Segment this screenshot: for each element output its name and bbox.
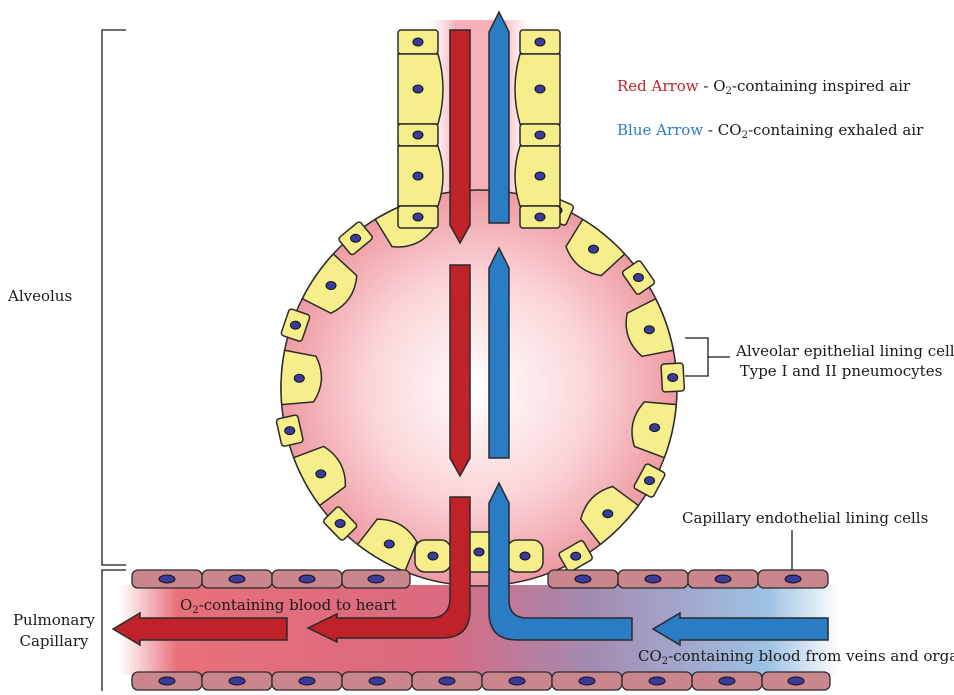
capillary-label: Capillary (8, 632, 100, 651)
epithelial-label-line2: Type I and II pneumocytes (736, 362, 946, 381)
duct-cell (398, 54, 443, 124)
endothelial-cell (618, 570, 688, 588)
endothelial-cell (272, 570, 342, 588)
endothelial-cell (342, 672, 412, 690)
blue-arrow-from-veins (653, 613, 828, 645)
legend-blue: Blue Arrow - CO2-containing exhaled air (617, 121, 923, 140)
duct-cell (520, 206, 560, 228)
epithelial-label-line1: Alveolar epithelial lining cells: (736, 342, 946, 361)
alveolus-label: Alveolus (8, 287, 72, 306)
legend-blue-key: Blue Arrow (617, 121, 703, 139)
duct-cell (515, 146, 560, 206)
endothelial-cell (412, 672, 482, 690)
duct-cell (398, 124, 438, 146)
endothelial-cell (688, 570, 758, 588)
endothelial-cell (202, 672, 272, 690)
endothelial-cell (482, 672, 552, 690)
red-arrow-to-heart (113, 613, 287, 645)
duct-cell (520, 30, 560, 54)
endothelial-cell (548, 570, 618, 588)
alveolus-bracket (102, 30, 126, 565)
legend-red-key: Red Arrow (617, 77, 699, 95)
red-arrow-duct (450, 30, 470, 243)
epithelial-cell (661, 363, 684, 392)
endothelial-cell (202, 570, 272, 588)
duct-cell (520, 124, 560, 146)
endothelial-cell (692, 672, 762, 690)
endothelial-cell (762, 672, 830, 690)
endothelial-cell (552, 672, 622, 690)
blood-to-heart-label: O2-containing blood to heart (180, 596, 396, 615)
endothelial-cell (132, 672, 202, 690)
endothelial-label: Capillary endothelial lining cells (682, 509, 928, 528)
endothelial-cell (132, 570, 202, 588)
legend-red: Red Arrow - O2-containing inspired air (617, 77, 910, 96)
duct-cell (398, 30, 438, 54)
duct-cell (398, 146, 443, 206)
pulmonary-label: Pulmonary (8, 611, 100, 630)
duct-cell (515, 54, 560, 124)
epithelial-callout-bracket (685, 338, 730, 376)
blood-from-veins-label: CO2-containing blood from veins and orga… (638, 647, 954, 666)
red-arrow-alveolus (450, 265, 470, 476)
epithelial-cell (281, 350, 321, 404)
blue-arrow-duct (489, 12, 509, 223)
endothelial-cell (758, 570, 828, 588)
duct-cell (398, 206, 438, 228)
blue-arrow-alveolus (489, 248, 509, 458)
endothelial-cell (272, 672, 342, 690)
endothelial-cell (622, 672, 692, 690)
endothelial-cell (342, 570, 410, 588)
